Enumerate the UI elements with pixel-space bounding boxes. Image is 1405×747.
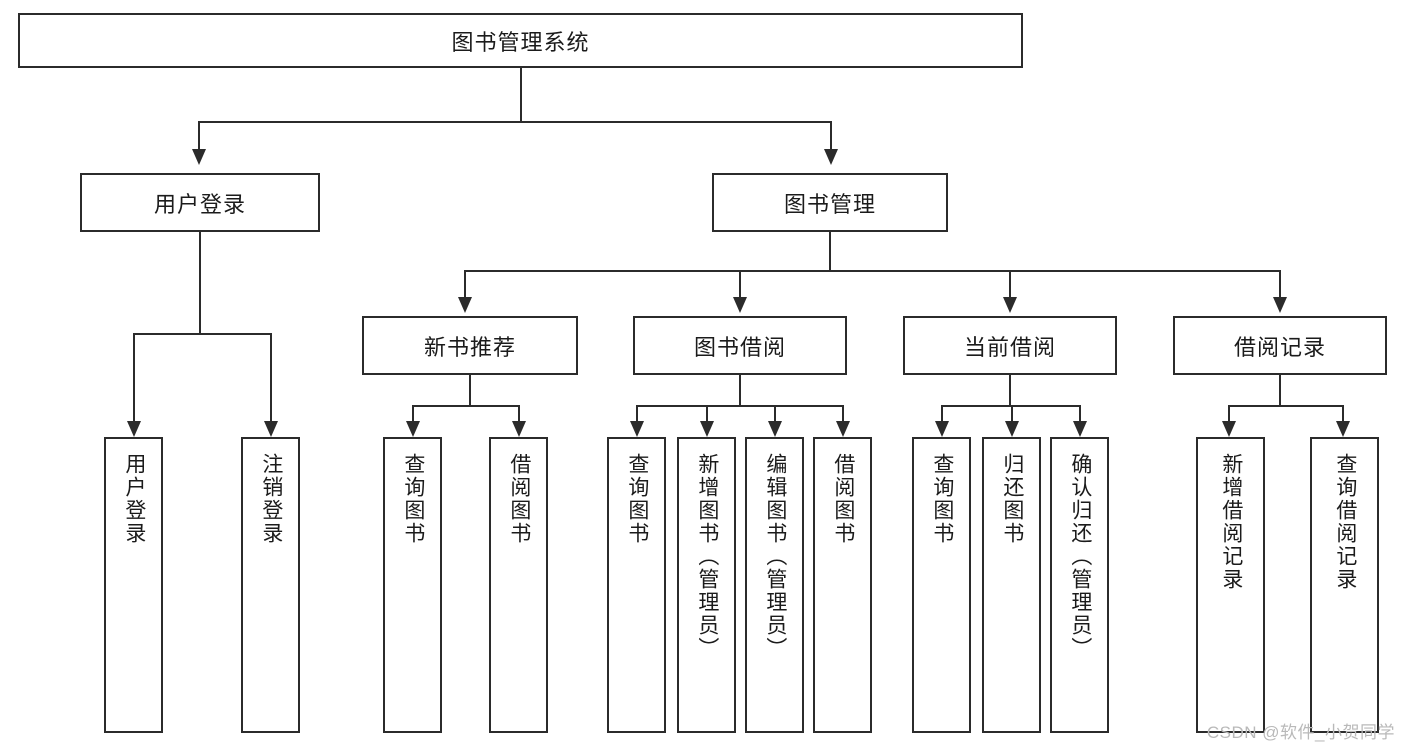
leaf-cb-return-book[interactable]: 归还图书	[982, 437, 1041, 733]
leaf-br-query-record[interactable]: 查询借阅记录	[1310, 437, 1379, 733]
leaf-nbr-query-book[interactable]: 查询图书	[383, 437, 442, 733]
edge-cb-drop-3	[1079, 405, 1081, 421]
leaf-label: 查询图书	[930, 453, 954, 545]
leaf-label: 查询图书	[401, 453, 425, 545]
leaf-cb-query-book[interactable]: 查询图书	[912, 437, 971, 733]
edge-cb-stem	[1009, 375, 1011, 405]
arrow-bb-leaf-1	[630, 421, 644, 437]
arrow-bm-child-3	[1003, 297, 1017, 313]
arrow-nbr-leaf-2	[512, 421, 526, 437]
leaf-user-login-login[interactable]: 用户登录	[104, 437, 163, 733]
edge-bb-drop-3	[774, 405, 776, 421]
node-label: 当前借阅	[963, 334, 1056, 360]
edge-book-management-bar	[464, 270, 1280, 272]
edge-root-to-book-management	[830, 121, 832, 149]
edge-root-bar	[198, 121, 832, 123]
edge-nbr-drop-1	[412, 405, 414, 421]
node-label: 图书借阅	[693, 334, 786, 360]
edge-nbr-drop-2	[518, 405, 520, 421]
leaf-bb-edit-book-admin[interactable]: 编辑图书（管理员）	[745, 437, 804, 733]
arrow-nbr-leaf-1	[406, 421, 420, 437]
edge-nbr-bar	[412, 405, 520, 407]
node-borrow-record[interactable]: 借阅记录	[1173, 316, 1387, 375]
arrow-root-to-book-management	[824, 149, 838, 165]
arrow-cb-leaf-3	[1073, 421, 1087, 437]
leaf-label: 新增借阅记录	[1219, 453, 1243, 591]
leaf-bb-add-book-admin[interactable]: 新增图书（管理员）	[677, 437, 736, 733]
arrow-cb-leaf-1	[935, 421, 949, 437]
edge-bb-bar	[636, 405, 844, 407]
edge-bm-drop-2	[739, 270, 741, 297]
leaf-label: 查询借阅记录	[1333, 453, 1357, 591]
arrow-cb-leaf-2	[1005, 421, 1019, 437]
edge-bm-drop-1	[464, 270, 466, 297]
leaf-label: 借阅图书	[507, 453, 531, 545]
leaf-label: 用户登录	[122, 453, 146, 545]
edge-user-login-bar	[133, 333, 271, 335]
watermark-text: CSDN @软件_小贺同学	[1206, 723, 1395, 742]
edge-br-drop-1	[1228, 405, 1230, 421]
edge-root-stem	[520, 68, 522, 121]
leaf-label: 注销登录	[259, 453, 283, 545]
leaf-bb-query-book[interactable]: 查询图书	[607, 437, 666, 733]
node-book-management-system[interactable]: 图书管理系统	[18, 13, 1023, 68]
edge-br-drop-2	[1342, 405, 1344, 421]
leaf-label: 归还图书	[1000, 453, 1024, 545]
leaf-label: 编辑图书（管理员）	[763, 453, 787, 660]
arrow-bm-child-4	[1273, 297, 1287, 313]
leaf-label: 查询图书	[625, 453, 649, 545]
leaf-user-login-logout[interactable]: 注销登录	[241, 437, 300, 733]
node-new-book-recommend[interactable]: 新书推荐	[362, 316, 578, 375]
node-label: 图书管理	[783, 191, 876, 217]
node-book-borrow[interactable]: 图书借阅	[633, 316, 847, 375]
arrow-bb-leaf-2	[700, 421, 714, 437]
leaf-bb-borrow-book[interactable]: 借阅图书	[813, 437, 872, 733]
arrow-bb-leaf-4	[836, 421, 850, 437]
edge-br-bar	[1228, 405, 1344, 407]
arrow-bm-child-2	[733, 297, 747, 313]
edge-bb-drop-2	[706, 405, 708, 421]
edge-book-management-stem	[829, 232, 831, 270]
edge-bb-stem	[739, 375, 741, 405]
leaf-label: 借阅图书	[831, 453, 855, 545]
node-label: 借阅记录	[1233, 334, 1326, 360]
edge-nbr-stem	[469, 375, 471, 405]
edge-cb-drop-2	[1011, 405, 1013, 421]
edge-user-login-drop-2	[270, 333, 272, 421]
edge-bb-drop-1	[636, 405, 638, 421]
edge-cb-drop-1	[941, 405, 943, 421]
node-label: 用户登录	[153, 191, 246, 217]
edge-bm-drop-4	[1279, 270, 1281, 297]
edge-bm-drop-3	[1009, 270, 1011, 297]
node-label: 新书推荐	[423, 334, 516, 360]
node-label: 图书管理系统	[451, 29, 590, 55]
leaf-cb-confirm-return-admin[interactable]: 确认归还（管理员）	[1050, 437, 1109, 733]
leaf-nbr-borrow-book[interactable]: 借阅图书	[489, 437, 548, 733]
edge-root-to-user-login	[198, 121, 200, 149]
arrow-bb-leaf-3	[768, 421, 782, 437]
edge-br-stem	[1279, 375, 1281, 405]
arrow-bm-child-1	[458, 297, 472, 313]
edge-bb-drop-4	[842, 405, 844, 421]
node-current-borrow[interactable]: 当前借阅	[903, 316, 1117, 375]
arrow-user-login-leaf-1	[127, 421, 141, 437]
edge-user-login-stem	[199, 232, 201, 333]
arrow-root-to-user-login	[192, 149, 206, 165]
node-user-login[interactable]: 用户登录	[80, 173, 320, 232]
leaf-br-add-record[interactable]: 新增借阅记录	[1196, 437, 1265, 733]
edge-user-login-drop-1	[133, 333, 135, 421]
arrow-user-login-leaf-2	[264, 421, 278, 437]
arrow-br-leaf-1	[1222, 421, 1236, 437]
leaf-label: 新增图书（管理员）	[695, 453, 719, 660]
arrow-br-leaf-2	[1336, 421, 1350, 437]
node-book-management[interactable]: 图书管理	[712, 173, 948, 232]
leaf-label: 确认归还（管理员）	[1068, 453, 1092, 660]
